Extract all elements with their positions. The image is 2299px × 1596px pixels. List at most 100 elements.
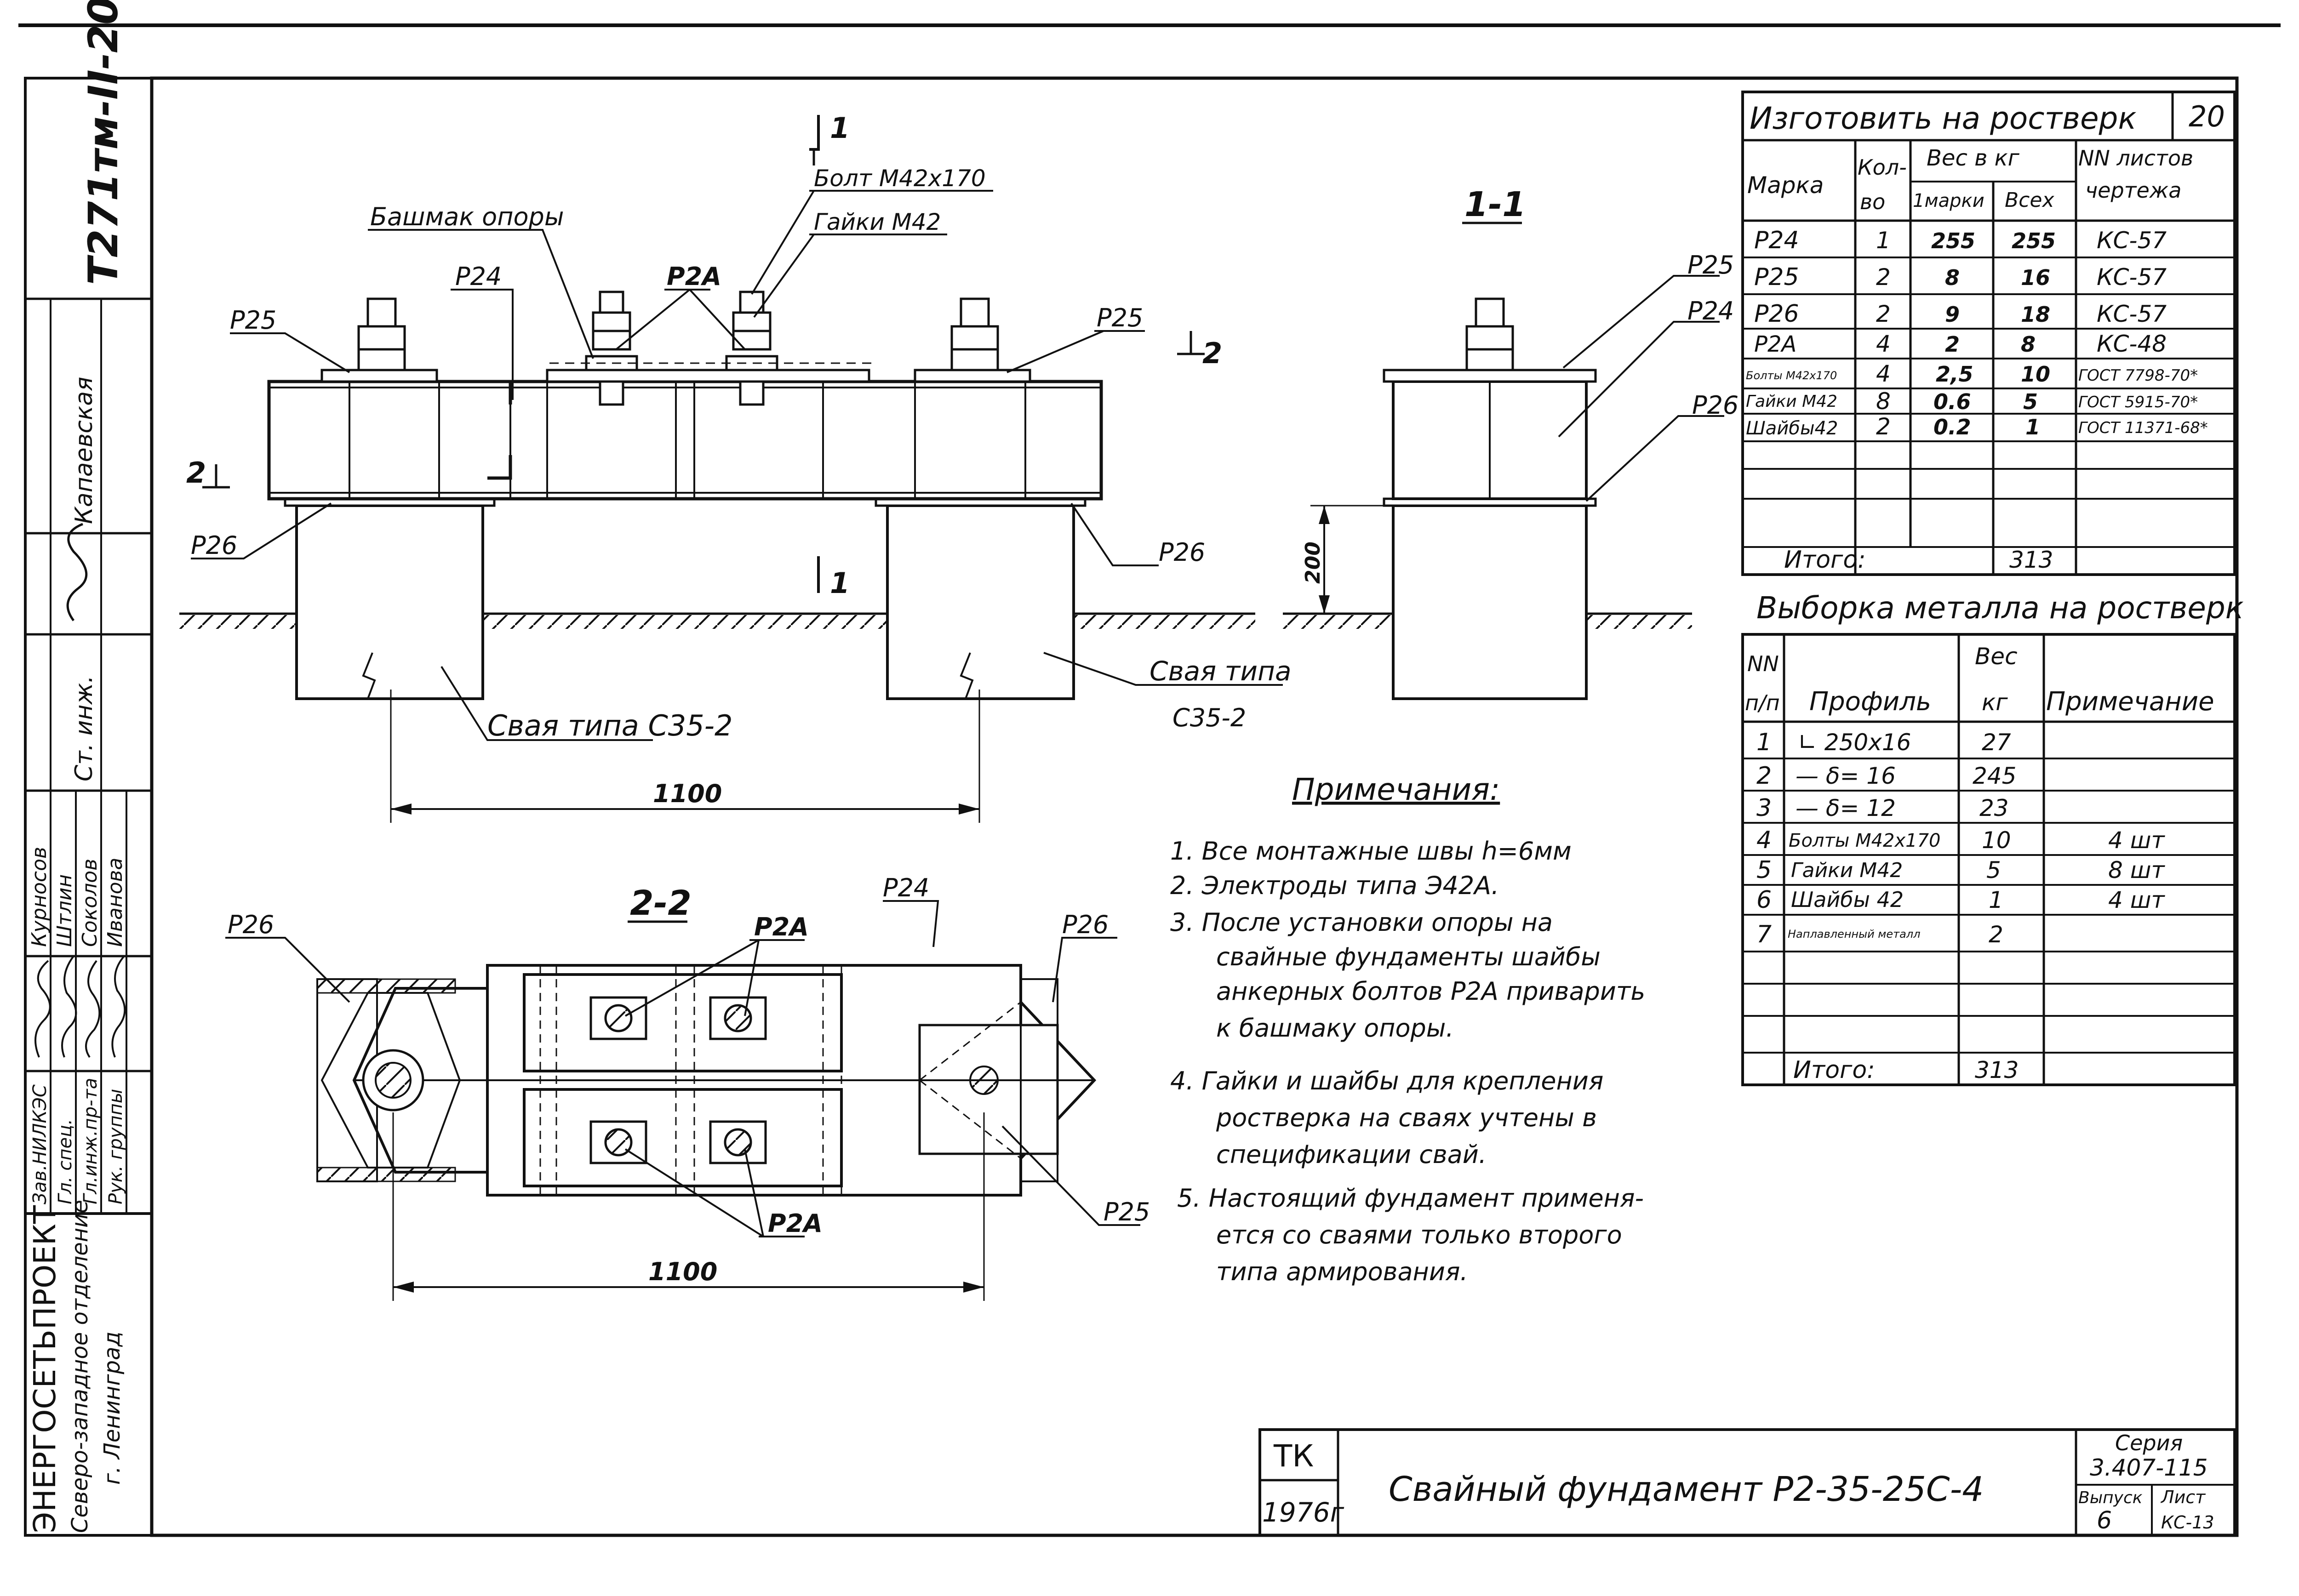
- stamp-year: 1976г: [1262, 1497, 1344, 1528]
- svg-text:Болты М42х170: Болты М42х170: [1789, 830, 1941, 851]
- side-title-strip: Т271тм-II-20 Ст. инж. Капаевская Зав.НИЛ…: [24, 0, 153, 1537]
- plan-label-p2a-top: Р2А: [754, 912, 809, 941]
- svg-text:6: 6: [1756, 886, 1772, 914]
- label-p26-left: Р26: [191, 531, 237, 560]
- metal-total-label: Итого:: [1793, 1056, 1875, 1084]
- metal-rows: 1 ∟ 250х16 27 2 — δ= 16 245 3 — δ= 12 23…: [1756, 729, 2165, 948]
- svg-text:2: 2: [1876, 301, 1891, 327]
- svg-text:4: 4: [1876, 331, 1891, 357]
- org-name: ЭНЕРГОСЕТЬПРОЕКТ: [27, 1205, 63, 1533]
- spec-h-qty1: Кол-: [1858, 155, 1907, 180]
- label-nuts: Гайки М42: [814, 209, 941, 235]
- spec-h-permark: 1марки: [1913, 190, 1984, 211]
- svg-text:3: 3: [1756, 794, 1772, 822]
- svg-text:5: 5: [1986, 857, 2001, 884]
- support-shoe: [546, 369, 870, 383]
- plan-label-p26-right: Р26: [1062, 910, 1109, 939]
- name-1: Курносов: [28, 847, 51, 947]
- svg-text:1: 1: [1876, 227, 1891, 254]
- svg-text:1: 1: [830, 111, 850, 145]
- svg-text:8: 8: [2021, 332, 2036, 357]
- dimension-plan: 1100: [392, 1112, 985, 1301]
- plan-shoe-bottom: [523, 1088, 843, 1187]
- series-value: 3.407-115: [2090, 1454, 2208, 1481]
- pile-right: [886, 504, 1075, 700]
- note-3b: свайные фундаменты шайбы: [1216, 942, 1601, 971]
- svg-text:255: 255: [1931, 228, 1975, 253]
- org-city: г. Ленинград: [99, 1331, 125, 1485]
- role-3: Гл.инж.пр-та: [80, 1078, 101, 1204]
- nut-stack-left: [357, 297, 406, 371]
- spec-total-value: 313: [2009, 547, 2053, 573]
- svg-text:18: 18: [2021, 302, 2050, 327]
- spec-h-sheets2: чертежа: [2085, 178, 2181, 203]
- plan-pile-bolt-right: [969, 1066, 999, 1095]
- plan-label-p24: Р24: [883, 873, 929, 902]
- spec-table: Изготовить на ростверк 20 Марка Кол- во …: [1741, 91, 2236, 576]
- plate-p25-right: [914, 369, 1031, 383]
- engineer-role: Ст. инж.: [70, 675, 98, 781]
- sheet-label: Лист: [2160, 1487, 2206, 1507]
- engineer-signature: [66, 523, 88, 621]
- spec-h-total: Всех: [2005, 188, 2054, 212]
- label-pile-right-2: С35-2: [1172, 703, 1246, 732]
- svg-text:Р26: Р26: [1754, 300, 1799, 328]
- svg-text:0.6: 0.6: [1933, 389, 1971, 414]
- role-2: Гл. спец.: [55, 1119, 76, 1204]
- series-label: Серия: [2115, 1431, 2183, 1455]
- metal-h-nn1: NN: [1747, 651, 1779, 676]
- svg-text:8: 8: [1876, 388, 1891, 415]
- svg-text:7: 7: [1756, 921, 1772, 948]
- label-pile-left: Свая типа С35-2: [487, 709, 732, 742]
- metal-h-weight2: кг: [1982, 689, 2008, 716]
- note-3d: к башмаку опоры.: [1216, 1014, 1454, 1043]
- note-1: 1. Все монтажные швы h=6мм: [1170, 837, 1572, 866]
- role-4: Рук. группы: [105, 1089, 126, 1204]
- label-p26-right: Р26: [1159, 538, 1205, 567]
- notes-heading: Примечания:: [1292, 772, 1500, 807]
- note-5a: 5. Настоящий фундамент применя-: [1177, 1184, 1644, 1213]
- svg-text:27: 27: [1982, 729, 2011, 756]
- plate-p25-left: [320, 369, 438, 383]
- plan-label-p2a-bottom: Р2А: [768, 1209, 823, 1238]
- spec-h-qty2: во: [1860, 189, 1885, 214]
- section-cut-2-right: 2: [1177, 331, 1222, 370]
- svg-text:Гайки М42: Гайки М42: [1791, 859, 1903, 882]
- name-2: Штлин: [53, 874, 76, 947]
- spec-number: 20: [2189, 100, 2225, 133]
- svg-text:2: 2: [1945, 332, 1960, 357]
- svg-text:9: 9: [1945, 302, 1960, 327]
- section-1-1-dim: 200: [1301, 542, 1325, 584]
- metal-total-value: 313: [1975, 1057, 2019, 1083]
- pile-left: [295, 504, 484, 700]
- svg-text:1: 1: [1756, 729, 1772, 756]
- front-view: 1 1 2 2 Башмак опоры Болт М42х170 Гайки …: [179, 111, 1292, 823]
- plan-hidden-lines: [539, 965, 842, 1195]
- svg-text:Шайбы42: Шайбы42: [1746, 418, 1838, 439]
- section-1-1-p26: Р26: [1692, 391, 1739, 420]
- name-4: Иванова: [103, 858, 127, 947]
- spec-total-label: Итого:: [1784, 546, 1866, 574]
- metal-title: Выборка металла на ростверк: [1756, 590, 2244, 626]
- svg-text:2: 2: [186, 456, 206, 490]
- section-2-2: 2-2: [225, 873, 1150, 1301]
- svg-text:2: 2: [1876, 413, 1891, 440]
- angle-section-mark: [487, 455, 512, 480]
- sheet-code: Т271тм-II-20: [80, 0, 127, 285]
- stamp-tk: ТК: [1273, 1438, 1314, 1474]
- svg-text:1100: 1100: [648, 1257, 717, 1286]
- front-leaders: [191, 190, 1283, 741]
- section-1-1-pile: [1392, 504, 1588, 700]
- metal-h-profile: Профиль: [1809, 687, 1931, 717]
- svg-text:— δ= 16: — δ= 16: [1796, 763, 1896, 789]
- label-p24: Р24: [455, 262, 502, 291]
- section-cut-2-left: 2: [186, 456, 230, 490]
- name-3: Соколов: [78, 859, 102, 947]
- section-1-1-p25: [1383, 369, 1597, 383]
- svg-text:2: 2: [1989, 921, 2003, 948]
- label-p25-right: Р25: [1097, 303, 1143, 332]
- svg-text:Болты М42х170: Болты М42х170: [1746, 369, 1837, 382]
- section-2-2-title: 2-2: [630, 884, 692, 923]
- svg-text:Шайбы 42: Шайбы 42: [1791, 887, 1904, 912]
